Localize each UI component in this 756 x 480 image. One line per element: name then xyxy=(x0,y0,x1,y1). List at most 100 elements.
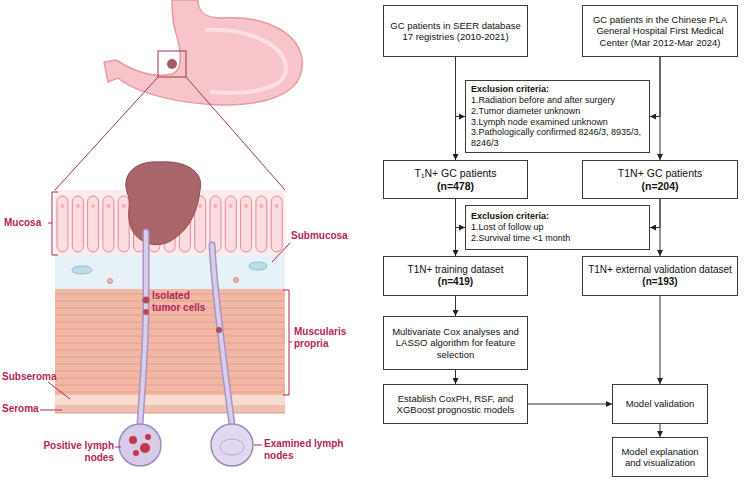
submucosa-leader xyxy=(272,243,290,262)
flow-arrow xyxy=(660,424,661,437)
subserosa-leader xyxy=(48,382,70,399)
flow-arrow xyxy=(650,57,660,117)
serosa-layer xyxy=(55,405,285,413)
flow-arrow xyxy=(455,370,456,384)
flow-arrow xyxy=(455,57,456,160)
process-box: T1N+ training dataset(n=419) xyxy=(383,256,528,296)
muscle-fiber xyxy=(55,350,285,351)
box-subtext: 1.Lost of follow up xyxy=(471,222,544,233)
villus xyxy=(57,196,68,252)
anatomy-label: Positive lymph nodes xyxy=(40,440,114,463)
flow-arrow xyxy=(528,404,612,405)
flow-arrow xyxy=(660,296,661,384)
lymph-vessel xyxy=(212,245,232,425)
villus xyxy=(225,196,236,252)
muscle-fiber xyxy=(55,357,285,358)
goblet-cell xyxy=(275,204,279,208)
box-subtext: (n=419) xyxy=(438,276,473,288)
muscularis-layer xyxy=(55,289,285,395)
muscle-fiber xyxy=(55,329,285,330)
metastasis-cluster xyxy=(145,434,151,440)
goblet-cell xyxy=(106,204,110,208)
submucosa-layer xyxy=(55,255,285,289)
flow-arrow xyxy=(660,199,661,256)
box-subtext: 3.Lymph node examined unknown xyxy=(471,117,608,128)
process-box: T₁N+ GC patients(n=478) xyxy=(383,160,528,199)
vessel-dot xyxy=(234,278,239,283)
villus xyxy=(256,196,267,252)
box-text: GC patients in SEER database 17 registri… xyxy=(388,20,523,43)
muscle-fiber xyxy=(55,343,285,344)
muscle-fiber xyxy=(55,322,285,323)
process-box: T1N+ GC patients(n=204) xyxy=(582,160,738,199)
tumor-spot xyxy=(167,59,177,69)
tumor-cell xyxy=(143,297,150,304)
anatomy-label: Submucosa xyxy=(291,230,353,242)
box-subtext: (n=193) xyxy=(642,276,677,288)
tumor-cell xyxy=(143,309,149,315)
goblet-cell xyxy=(229,204,233,208)
metastasis-cluster xyxy=(133,450,139,456)
flow-arrow xyxy=(456,57,466,117)
stomach-shape xyxy=(104,0,302,105)
zoom-box xyxy=(158,51,186,77)
box-subtext: (n=478) xyxy=(437,180,474,193)
muscularis-bracket xyxy=(283,290,292,395)
villus xyxy=(241,196,252,252)
process-box: Model explanation and visualization xyxy=(612,437,708,477)
muscle-fiber xyxy=(55,315,285,316)
anatomy-label: Seroma xyxy=(2,403,42,415)
muscle-fiber xyxy=(55,371,285,372)
metastasis-cluster xyxy=(140,443,150,453)
process-box: Model validation xyxy=(612,384,708,424)
villus xyxy=(118,196,129,252)
lymph-vessel xyxy=(212,245,232,425)
subserosa-layer xyxy=(55,395,285,405)
box-text: Exclusion criteria: xyxy=(471,211,549,222)
mucosa-bracket xyxy=(48,192,58,255)
process-box: GC patients in SEER database 17 registri… xyxy=(383,5,528,57)
box-text: Establish CoxPH, RSF, and XGBoost progno… xyxy=(388,393,523,416)
goblet-cell xyxy=(61,204,65,208)
metastasis-cluster xyxy=(129,436,137,444)
box-text: T1N+ training dataset xyxy=(408,264,504,276)
exclusion-box: Exclusion criteria:1.Radiation before an… xyxy=(465,80,650,153)
lymph-vessel xyxy=(140,232,146,425)
villus xyxy=(72,196,83,252)
stomach-highlight xyxy=(205,30,286,93)
goblet-cell xyxy=(91,204,95,208)
box-subtext: (n=204) xyxy=(641,180,678,193)
muscle-fiber xyxy=(55,385,285,386)
process-box: GC patients in the Chinese PLA General H… xyxy=(582,5,738,57)
node-leader xyxy=(115,447,121,448)
lymph-node xyxy=(211,424,253,466)
zoom-line xyxy=(186,77,285,190)
villus xyxy=(271,196,282,252)
muscle-fiber xyxy=(55,364,285,365)
muscle-fiber xyxy=(55,378,285,379)
box-text: T₁N+ GC patients xyxy=(414,167,496,180)
goblet-cell xyxy=(259,204,263,208)
anatomy-label: Subseroma xyxy=(2,371,60,383)
box-text: Model explanation and visualization xyxy=(617,446,703,469)
flow-arrow xyxy=(455,199,456,256)
vessel-oval xyxy=(249,262,267,270)
tumor-mass xyxy=(126,162,201,245)
goblet-cell xyxy=(122,204,126,208)
serosa-leader xyxy=(40,410,62,411)
lymph-vessel xyxy=(140,232,146,425)
anatomy-label: Muscularis propria xyxy=(294,326,354,349)
exclusion-box: Exclusion criteria:1.Lost of follow up2.… xyxy=(465,205,650,250)
vessel-oval xyxy=(72,266,92,274)
villus xyxy=(103,196,114,252)
anatomy-label: Mucosa xyxy=(4,217,48,229)
box-subtext: 2.Tumor diameter unknown xyxy=(471,106,580,117)
process-box: Multivariate Cox analyses and LASSO algo… xyxy=(383,316,528,370)
muscle-fiber xyxy=(55,392,285,393)
box-text: T1N+ external validation dataset xyxy=(588,264,732,276)
goblet-cell xyxy=(244,204,248,208)
box-text: GC patients in the Chinese PLA General H… xyxy=(587,14,733,48)
box-text: T1N+ GC patients xyxy=(618,167,702,180)
box-text: Model validation xyxy=(626,398,695,409)
